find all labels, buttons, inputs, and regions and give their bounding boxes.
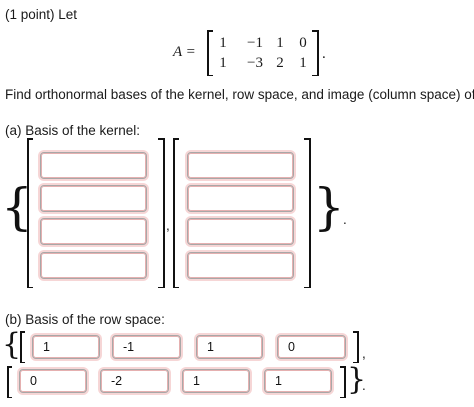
kernel-v2-entry-3[interactable]: [187, 218, 294, 245]
kernel-v1-entry-2[interactable]: [40, 185, 147, 212]
matrix-a: 1 −1 1 0 1 −3 2 1: [207, 30, 319, 76]
matrix-cell: 1: [219, 55, 227, 71]
matrix-period: .: [322, 46, 326, 62]
kernel-close-brace: }: [313, 178, 345, 236]
row-space-close-brace: }: [347, 362, 367, 397]
matrix-lhs: A =: [173, 44, 196, 60]
kernel-v2-entry-1[interactable]: [187, 152, 294, 179]
problem-points-label: (1 point) Let: [5, 7, 78, 22]
row-v2-entry-4[interactable]: [264, 369, 332, 393]
matrix-cell: −3: [247, 55, 263, 71]
kernel-label: (a) Basis of the kernel:: [5, 123, 141, 138]
row-v1-entry-3[interactable]: [196, 335, 263, 359]
row-v2-entry-2[interactable]: [100, 369, 169, 393]
row-v1-entry-1[interactable]: [32, 335, 100, 359]
row-v1-entry-4[interactable]: [277, 335, 346, 359]
row-space-open-brace: {: [2, 327, 22, 362]
row-v1-entry-2[interactable]: [112, 335, 181, 359]
matrix-cell: 0: [299, 35, 307, 51]
row-space-label: (b) Basis of the row space:: [5, 312, 165, 327]
matrix-cell: 1: [219, 35, 227, 51]
kernel-separator: ,: [166, 218, 170, 233]
kernel-v2-entry-2[interactable]: [187, 185, 294, 212]
instruction-text: Find orthonormal bases of the kernel, ro…: [5, 87, 474, 102]
kernel-closing: .: [343, 212, 347, 227]
kernel-v2-entry-4[interactable]: [187, 252, 294, 279]
kernel-v1-entry-3[interactable]: [40, 218, 147, 245]
row-v2-entry-1[interactable]: [19, 369, 87, 393]
kernel-v1-entry-1[interactable]: [40, 152, 147, 179]
matrix-cell: 2: [276, 55, 284, 71]
matrix-cell: 1: [276, 35, 284, 51]
matrix-cell: −1: [247, 35, 263, 51]
matrix-cell: 1: [299, 55, 307, 71]
row-v2-trailing: .: [362, 378, 366, 393]
row-v2-entry-3[interactable]: [182, 369, 250, 393]
row-v1-trailing: ,: [362, 346, 366, 361]
kernel-v1-entry-4[interactable]: [40, 252, 147, 279]
